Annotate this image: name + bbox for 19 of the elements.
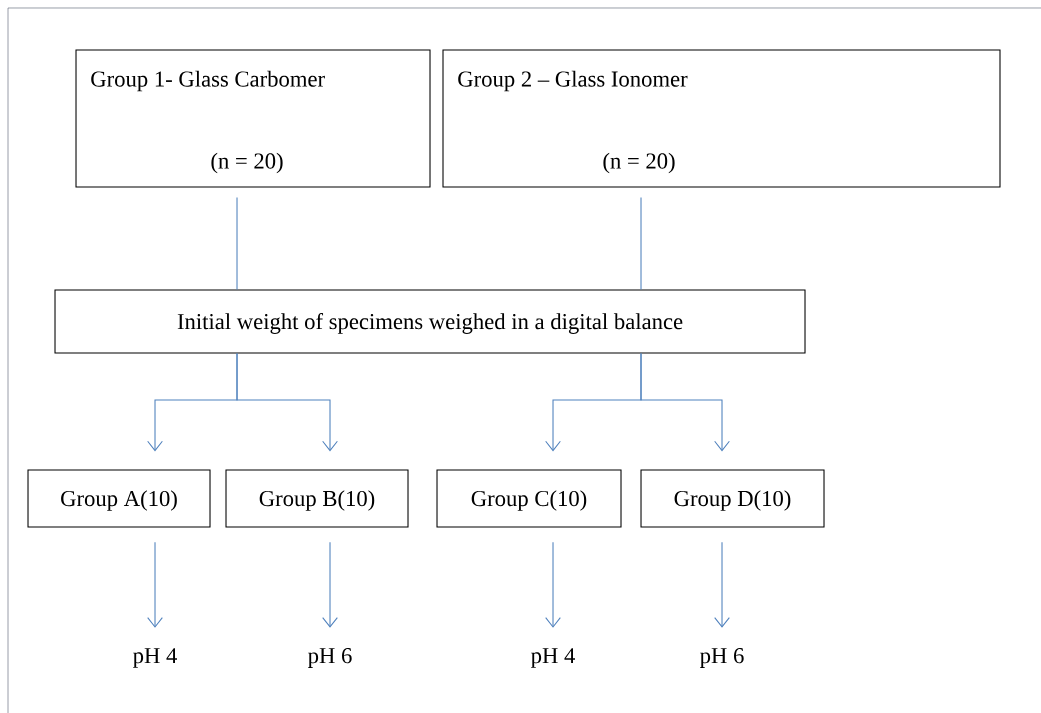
arrow xyxy=(322,541,338,628)
connector-line xyxy=(236,197,238,290)
group-box: Group C(10) xyxy=(436,469,622,528)
group-box: Group D(10) xyxy=(640,469,825,528)
ph-label: pH 4 xyxy=(133,648,177,668)
group-box: Group 2 – Glass Ionomer (n = 20) xyxy=(442,49,1001,188)
process-box: Initial weight of specimens weighed in a digital balance xyxy=(54,289,806,354)
ph-label: pH 4 xyxy=(531,648,575,668)
arrow xyxy=(545,541,561,628)
group-box: Group 1- Glass Carbomer (n = 20) xyxy=(75,49,431,188)
ph-label: pH 6 xyxy=(700,648,744,668)
group-box: Group B(10) xyxy=(225,469,409,528)
arrow xyxy=(236,353,338,452)
group-box: Group A(10) xyxy=(27,469,211,528)
arrow xyxy=(147,541,163,628)
ph-label: pH 6 xyxy=(308,648,352,668)
arrow xyxy=(640,353,730,452)
connector-line xyxy=(640,197,642,290)
arrow xyxy=(714,541,730,628)
